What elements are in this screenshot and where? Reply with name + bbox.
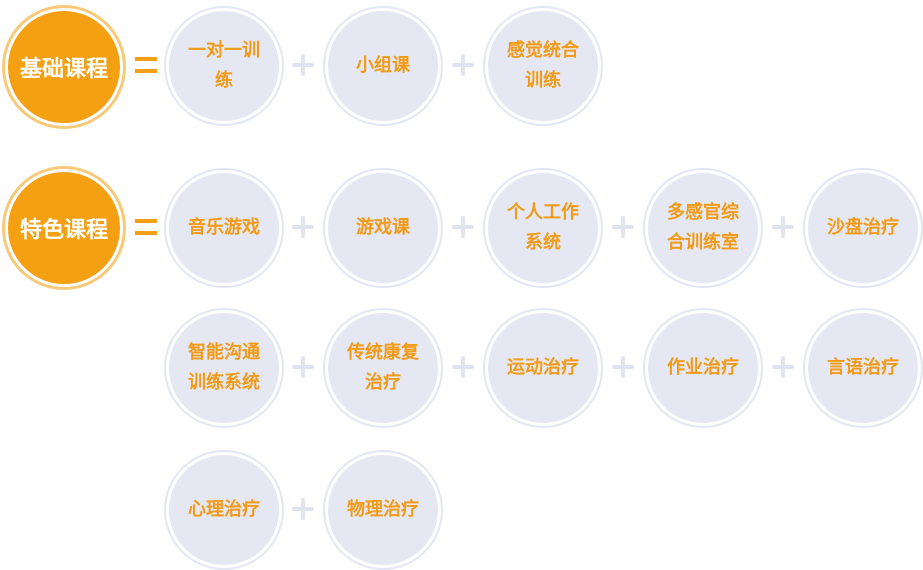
plus-icon — [452, 54, 474, 76]
plus-icon — [452, 216, 474, 238]
course-exercise-therapy: 运动治疗 — [485, 310, 601, 426]
course-game-class: 游戏课 — [325, 170, 441, 286]
course-label: 小组课 — [356, 55, 410, 76]
course-label: 心理治疗 — [188, 499, 260, 520]
course-one-on-one: 一对一训练 — [166, 8, 282, 124]
equals-sign-basic — [135, 57, 157, 73]
plus-icon — [292, 216, 314, 238]
course-psychotherapy: 心理治疗 — [166, 452, 282, 568]
course-music-game: 音乐游戏 — [166, 170, 282, 286]
group-basic-label: 基础课程 — [19, 57, 108, 82]
course-sensory-integration: 感觉统合训练 — [485, 8, 601, 124]
course-occupational-therapy: 作业治疗 — [645, 310, 761, 426]
group-featured-label: 特色课程 — [19, 218, 108, 243]
course-label: 言语治疗 — [827, 357, 899, 378]
course-label: 运动治疗 — [507, 357, 579, 378]
plus-icon — [772, 216, 794, 238]
course-label: 感觉统合训练 — [507, 40, 579, 91]
plus-icon — [292, 498, 314, 520]
plus-icon — [292, 356, 314, 378]
course-personal-work-system: 个人工作系统 — [485, 170, 601, 286]
course-label: 传统康复治疗 — [347, 342, 419, 393]
course-small-group: 小组课 — [325, 8, 441, 124]
course-label: 智能沟通训练系统 — [188, 342, 260, 393]
course-sandplay-therapy: 沙盘治疗 — [805, 170, 921, 286]
group-featured-title: 特色课程 — [5, 169, 123, 287]
course-label: 物理治疗 — [347, 499, 419, 520]
plus-icon — [612, 356, 634, 378]
course-label: 音乐游戏 — [188, 217, 260, 238]
course-label: 作业治疗 — [667, 357, 739, 378]
course-label: 一对一训练 — [188, 40, 260, 91]
plus-icon — [612, 216, 634, 238]
plus-icon — [772, 356, 794, 378]
plus-icon — [292, 54, 314, 76]
course-label: 游戏课 — [356, 217, 410, 238]
course-label: 个人工作系统 — [507, 202, 579, 253]
equals-sign-featured — [135, 219, 157, 235]
course-physical-therapy: 物理治疗 — [325, 452, 441, 568]
course-multisensory-room: 多感官综合训练室 — [645, 170, 761, 286]
course-label: 沙盘治疗 — [827, 217, 899, 238]
course-speech-therapy: 言语治疗 — [805, 310, 921, 426]
group-basic-title: 基础课程 — [5, 8, 123, 126]
plus-icon — [452, 356, 474, 378]
course-label: 多感官综合训练室 — [667, 202, 739, 253]
course-traditional-rehab: 传统康复治疗 — [325, 310, 441, 426]
course-smart-communication: 智能沟通训练系统 — [166, 310, 282, 426]
